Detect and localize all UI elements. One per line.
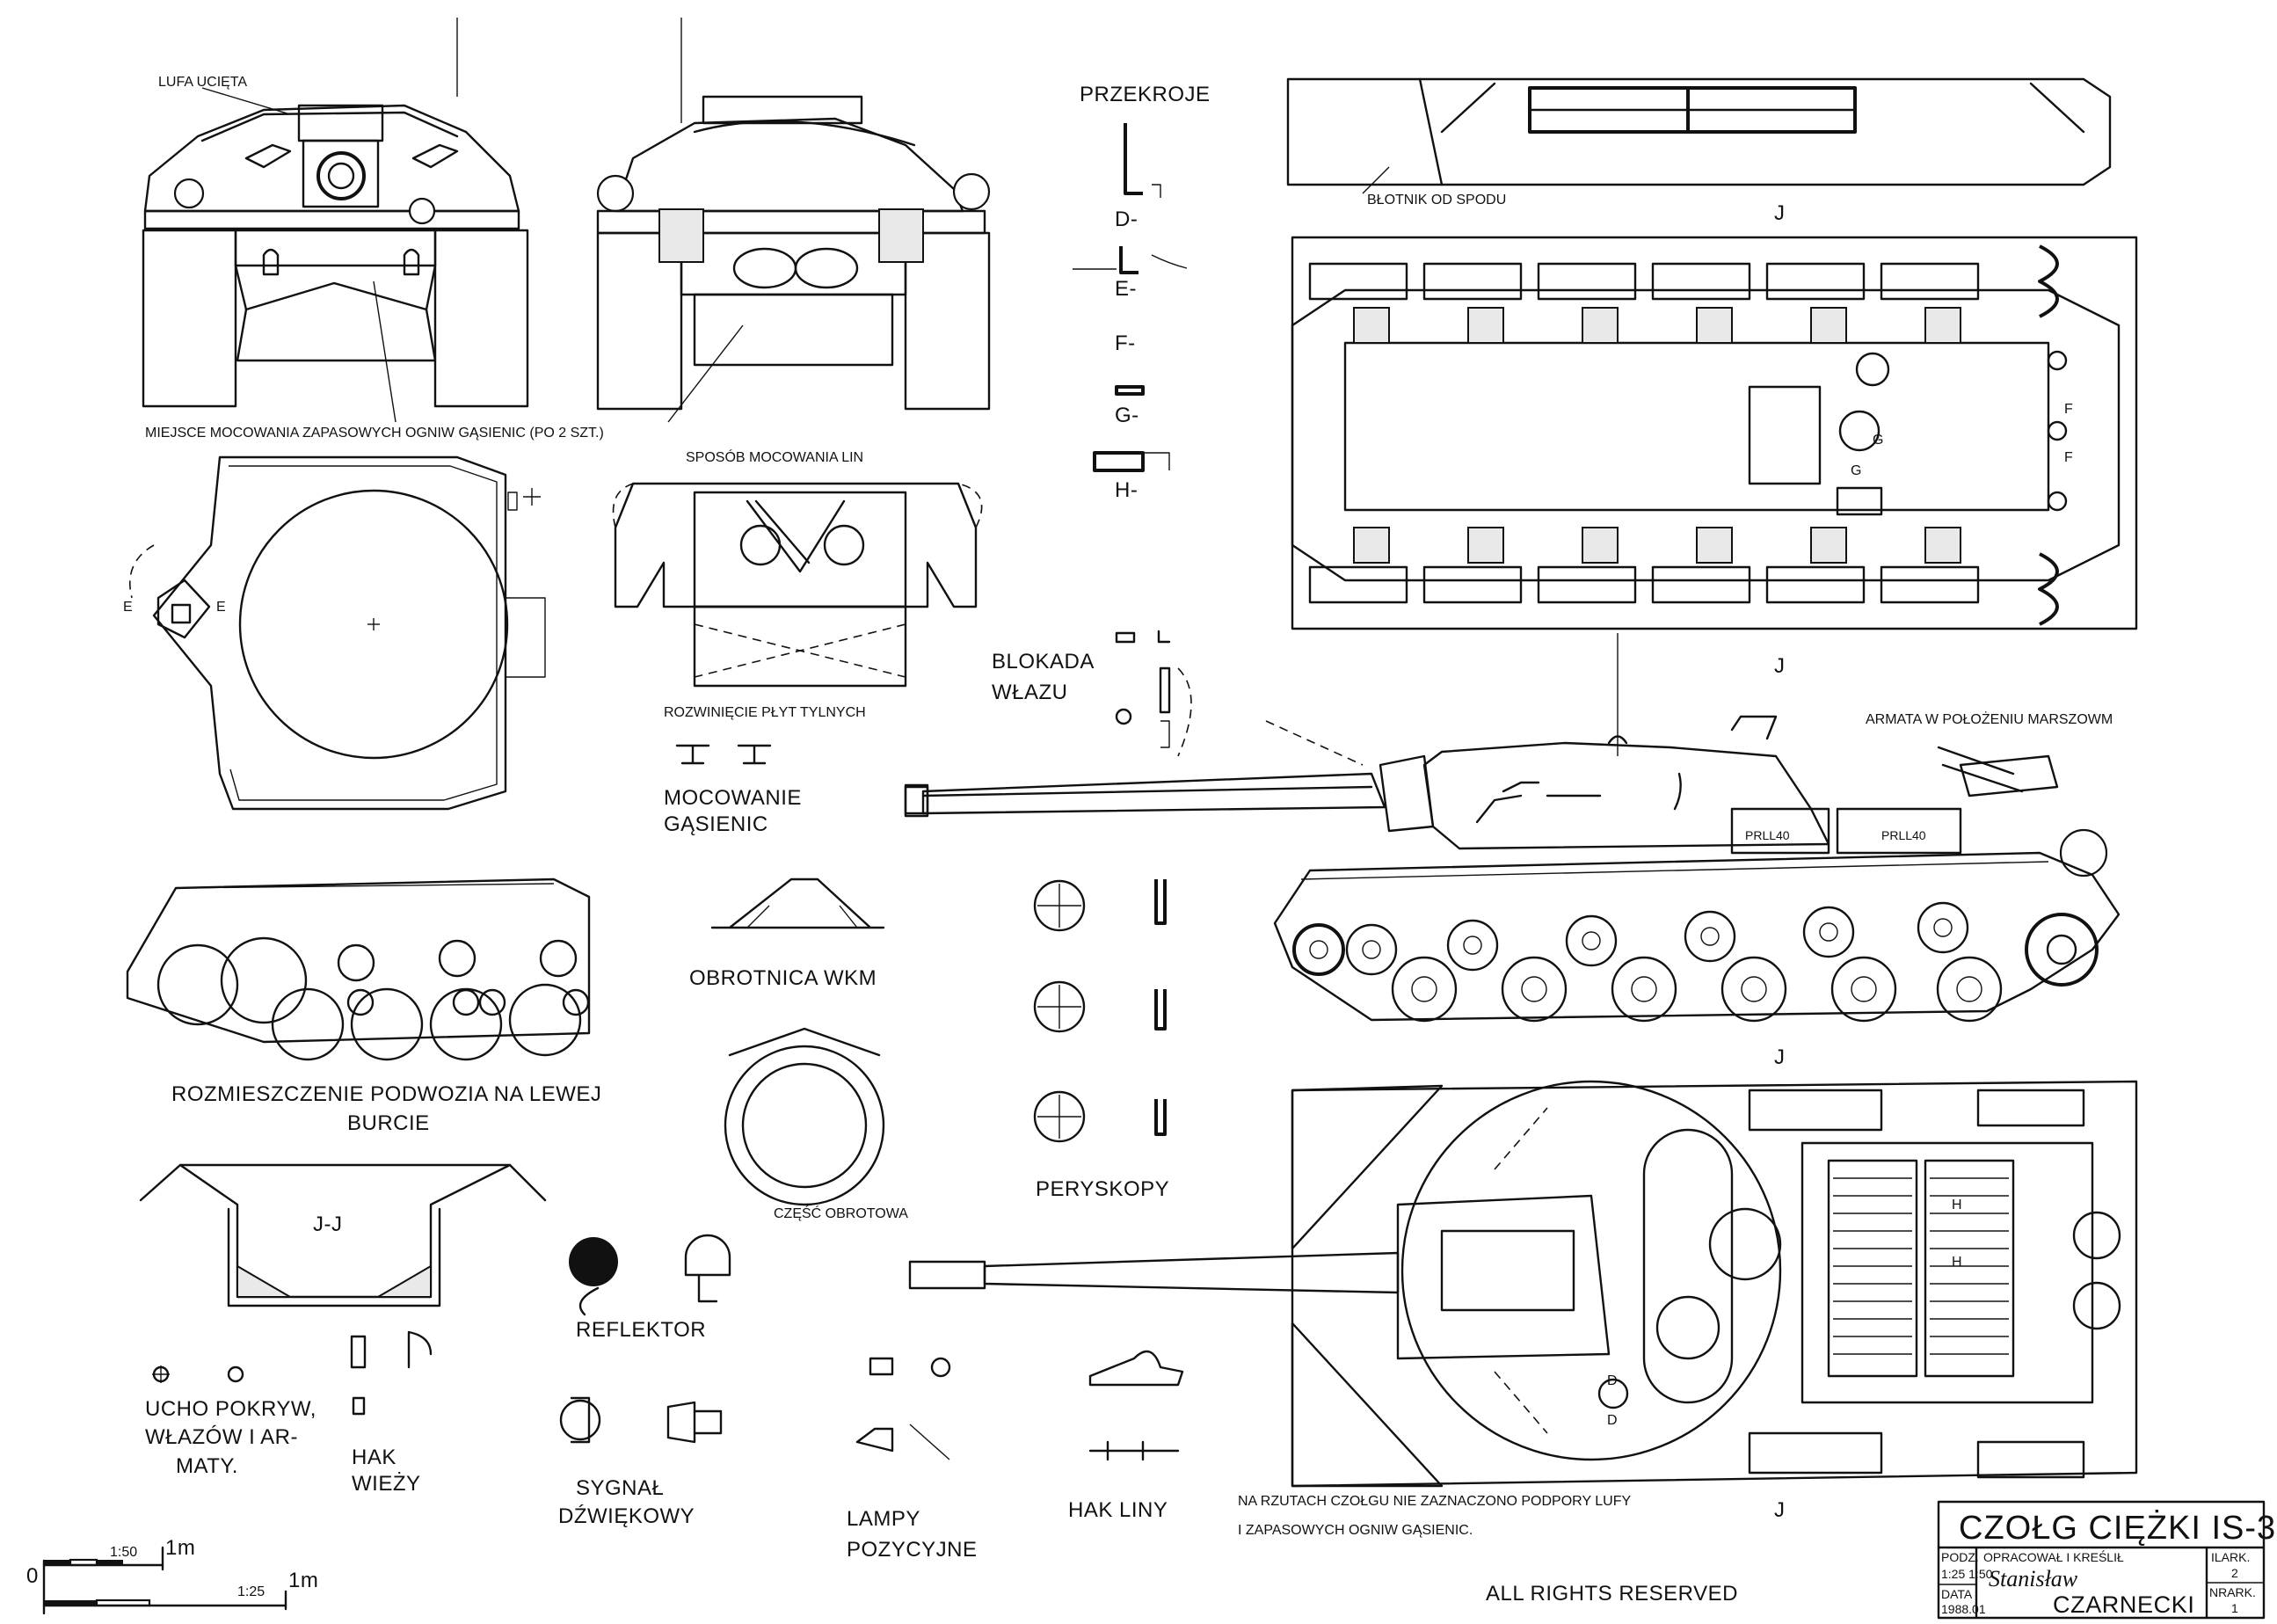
label-reflektor: REFLEKTOR <box>576 1318 706 1342</box>
title-block-author-first: Stanisław <box>1989 1566 2078 1591</box>
section-e: E- <box>1115 277 1137 301</box>
label-lampy-2: POZYCYJNE <box>847 1538 978 1562</box>
label-jj: J-J <box>313 1213 343 1236</box>
wkm-mount-detail <box>710 878 885 1206</box>
section-j-1: J <box>1774 201 1786 225</box>
section-mark-h-1: H <box>1952 1198 1962 1213</box>
label-blotnik: BŁOTNIK OD SPODU <box>1367 193 1506 208</box>
section-mark-g-2: G <box>1851 463 1861 478</box>
title-block <box>1937 1500 2266 1620</box>
hak-liny-detail <box>1088 1350 1184 1461</box>
label-blokada-2: WŁAZU <box>992 681 1068 704</box>
title-block-ark-value: 2 <box>2231 1566 2238 1580</box>
label-hak-2: WIEŻY <box>352 1472 421 1496</box>
title-block-podz-label: PODZ. <box>1941 1550 1979 1564</box>
title-block-title: CZOŁG CIĘŻKI IS-3 <box>1959 1509 2276 1547</box>
label-sygnal-2: DŹWIĘKOWY <box>558 1504 695 1528</box>
lamps-detail <box>855 1357 951 1460</box>
label-ucho-1: UCHO POKRYW, <box>145 1397 316 1421</box>
title-block-podz-value: 1:25 1:50 <box>1941 1567 1993 1581</box>
hull-bottom-view <box>1291 236 2138 630</box>
title-block-data-value: 1988.01 <box>1941 1602 1986 1616</box>
title-block-author-label: OPRACOWAŁ I KREŚLIŁ <box>1983 1549 2124 1564</box>
label-blokada-1: BLOKADA <box>992 650 1095 674</box>
section-d: D- <box>1115 208 1138 231</box>
section-mark-d-2: D <box>1607 1413 1618 1428</box>
scale-label-50: 1:50 <box>110 1545 137 1560</box>
label-mocowanie-1: MOCOWANIE <box>664 786 802 810</box>
section-mark-h-2: H <box>1952 1255 1962 1270</box>
hatch-lock-detail <box>1115 630 1192 757</box>
track-mount-detail <box>675 744 772 765</box>
label-obrotnica: OBROTNICA WKM <box>689 966 877 990</box>
scale-zero: 0 <box>26 1564 39 1588</box>
label-panel-2: PRLL40 <box>1881 828 1926 842</box>
section-mark-f-2: F <box>2064 450 2073 465</box>
label-przekroje: PRZEKROJE <box>1080 83 1211 106</box>
label-hak-liny: HAK LINY <box>1068 1498 1168 1522</box>
hook-wiezy-detail <box>350 1330 433 1416</box>
section-g: G- <box>1115 404 1139 427</box>
tank-top-view <box>1291 1080 2138 1488</box>
sections-column <box>1073 123 1188 472</box>
title-block-ark-label: ILARK. <box>2211 1550 2250 1564</box>
label-ucho-3: MATY. <box>176 1454 238 1478</box>
label-hak-1: HAK <box>352 1446 396 1469</box>
turret-top-view <box>128 455 546 811</box>
label-mocowanie-2: GĄSIENIC <box>664 812 768 836</box>
section-f: F- <box>1115 331 1136 355</box>
tank-gun-top <box>908 1251 1400 1294</box>
label-czesc: CZĘŚĆ OBROTOWA <box>774 1205 908 1221</box>
tank-gun-side <box>904 783 1373 818</box>
note-2: I ZAPASOWYCH OGNIW GĄSIENIC. <box>1238 1523 1473 1538</box>
reflektor-detail <box>569 1234 731 1316</box>
section-mark-f-1: F <box>2064 402 2073 417</box>
section-h: H- <box>1115 478 1138 502</box>
ucho-detail <box>152 1365 244 1383</box>
section-mark-e-left: E <box>123 600 133 615</box>
label-ucho-2: WŁAZÓW I AR- <box>145 1425 298 1449</box>
label-lufa: LUFA UCIĘTA <box>158 75 247 90</box>
side-view-wheels <box>1292 901 2099 1023</box>
label-rozm-2: BURCIE <box>347 1111 430 1135</box>
rear-view <box>596 18 991 423</box>
section-j-2: J <box>1774 654 1786 678</box>
label-rozwiniecie: ROZWINIĘCIE PŁYT TYLNYCH <box>664 705 866 720</box>
label-sposob: SPOSÓB MOCOWANIA LIN <box>686 448 863 465</box>
scale-bar <box>42 1546 287 1615</box>
label-panel-1: PRLL40 <box>1745 828 1790 842</box>
tank-side-view <box>904 633 2121 1022</box>
front-view <box>142 18 529 423</box>
label-miejsce: MIEJSCE MOCOWANIA ZAPASOWYCH OGNIW GĄSIE… <box>145 426 604 441</box>
label-sygnal-1: SYGNAŁ <box>576 1476 664 1500</box>
rope-mounting-view <box>612 482 983 688</box>
fender-underside-view <box>1286 77 2112 194</box>
scale-1m-b: 1m <box>288 1569 318 1592</box>
note-1: NA RZUTACH CZOŁGU NIE ZAZNACZONO PODPORY… <box>1238 1494 1631 1509</box>
scale-1m-a: 1m <box>165 1536 195 1560</box>
title-block-author-last: CZARNECKI <box>2053 1591 2194 1618</box>
scale-label-25: 1:25 <box>237 1584 265 1599</box>
title-block-nr-value: 1 <box>2231 1601 2238 1615</box>
title-block-nr-label: NRARK. <box>2209 1585 2256 1599</box>
section-mark-e-right: E <box>216 600 226 615</box>
signal-detail <box>559 1396 723 1444</box>
jj-section <box>139 1163 547 1307</box>
section-mark-d-1: D <box>1607 1373 1618 1388</box>
section-mark-g-1: G <box>1873 433 1883 448</box>
section-j-4: J <box>1774 1498 1786 1522</box>
label-rozm-1: ROZMIESZCZENIE PODWOZIA NA LEWEJ <box>171 1082 601 1106</box>
label-armata: ARMATA W POŁOŻENIU MARSZOWM <box>1866 710 2113 727</box>
label-lampy-1: LAMPY <box>847 1507 920 1531</box>
periscopes-detail <box>1033 879 1167 1143</box>
title-block-data-label: DATA <box>1941 1587 1973 1601</box>
suspension-layout-view <box>126 878 591 1061</box>
label-peryskopy: PERYSKOPY <box>1036 1177 1169 1201</box>
rights-notice: ALL RIGHTS RESERVED <box>1486 1582 1738 1606</box>
section-j-3: J <box>1774 1045 1786 1069</box>
